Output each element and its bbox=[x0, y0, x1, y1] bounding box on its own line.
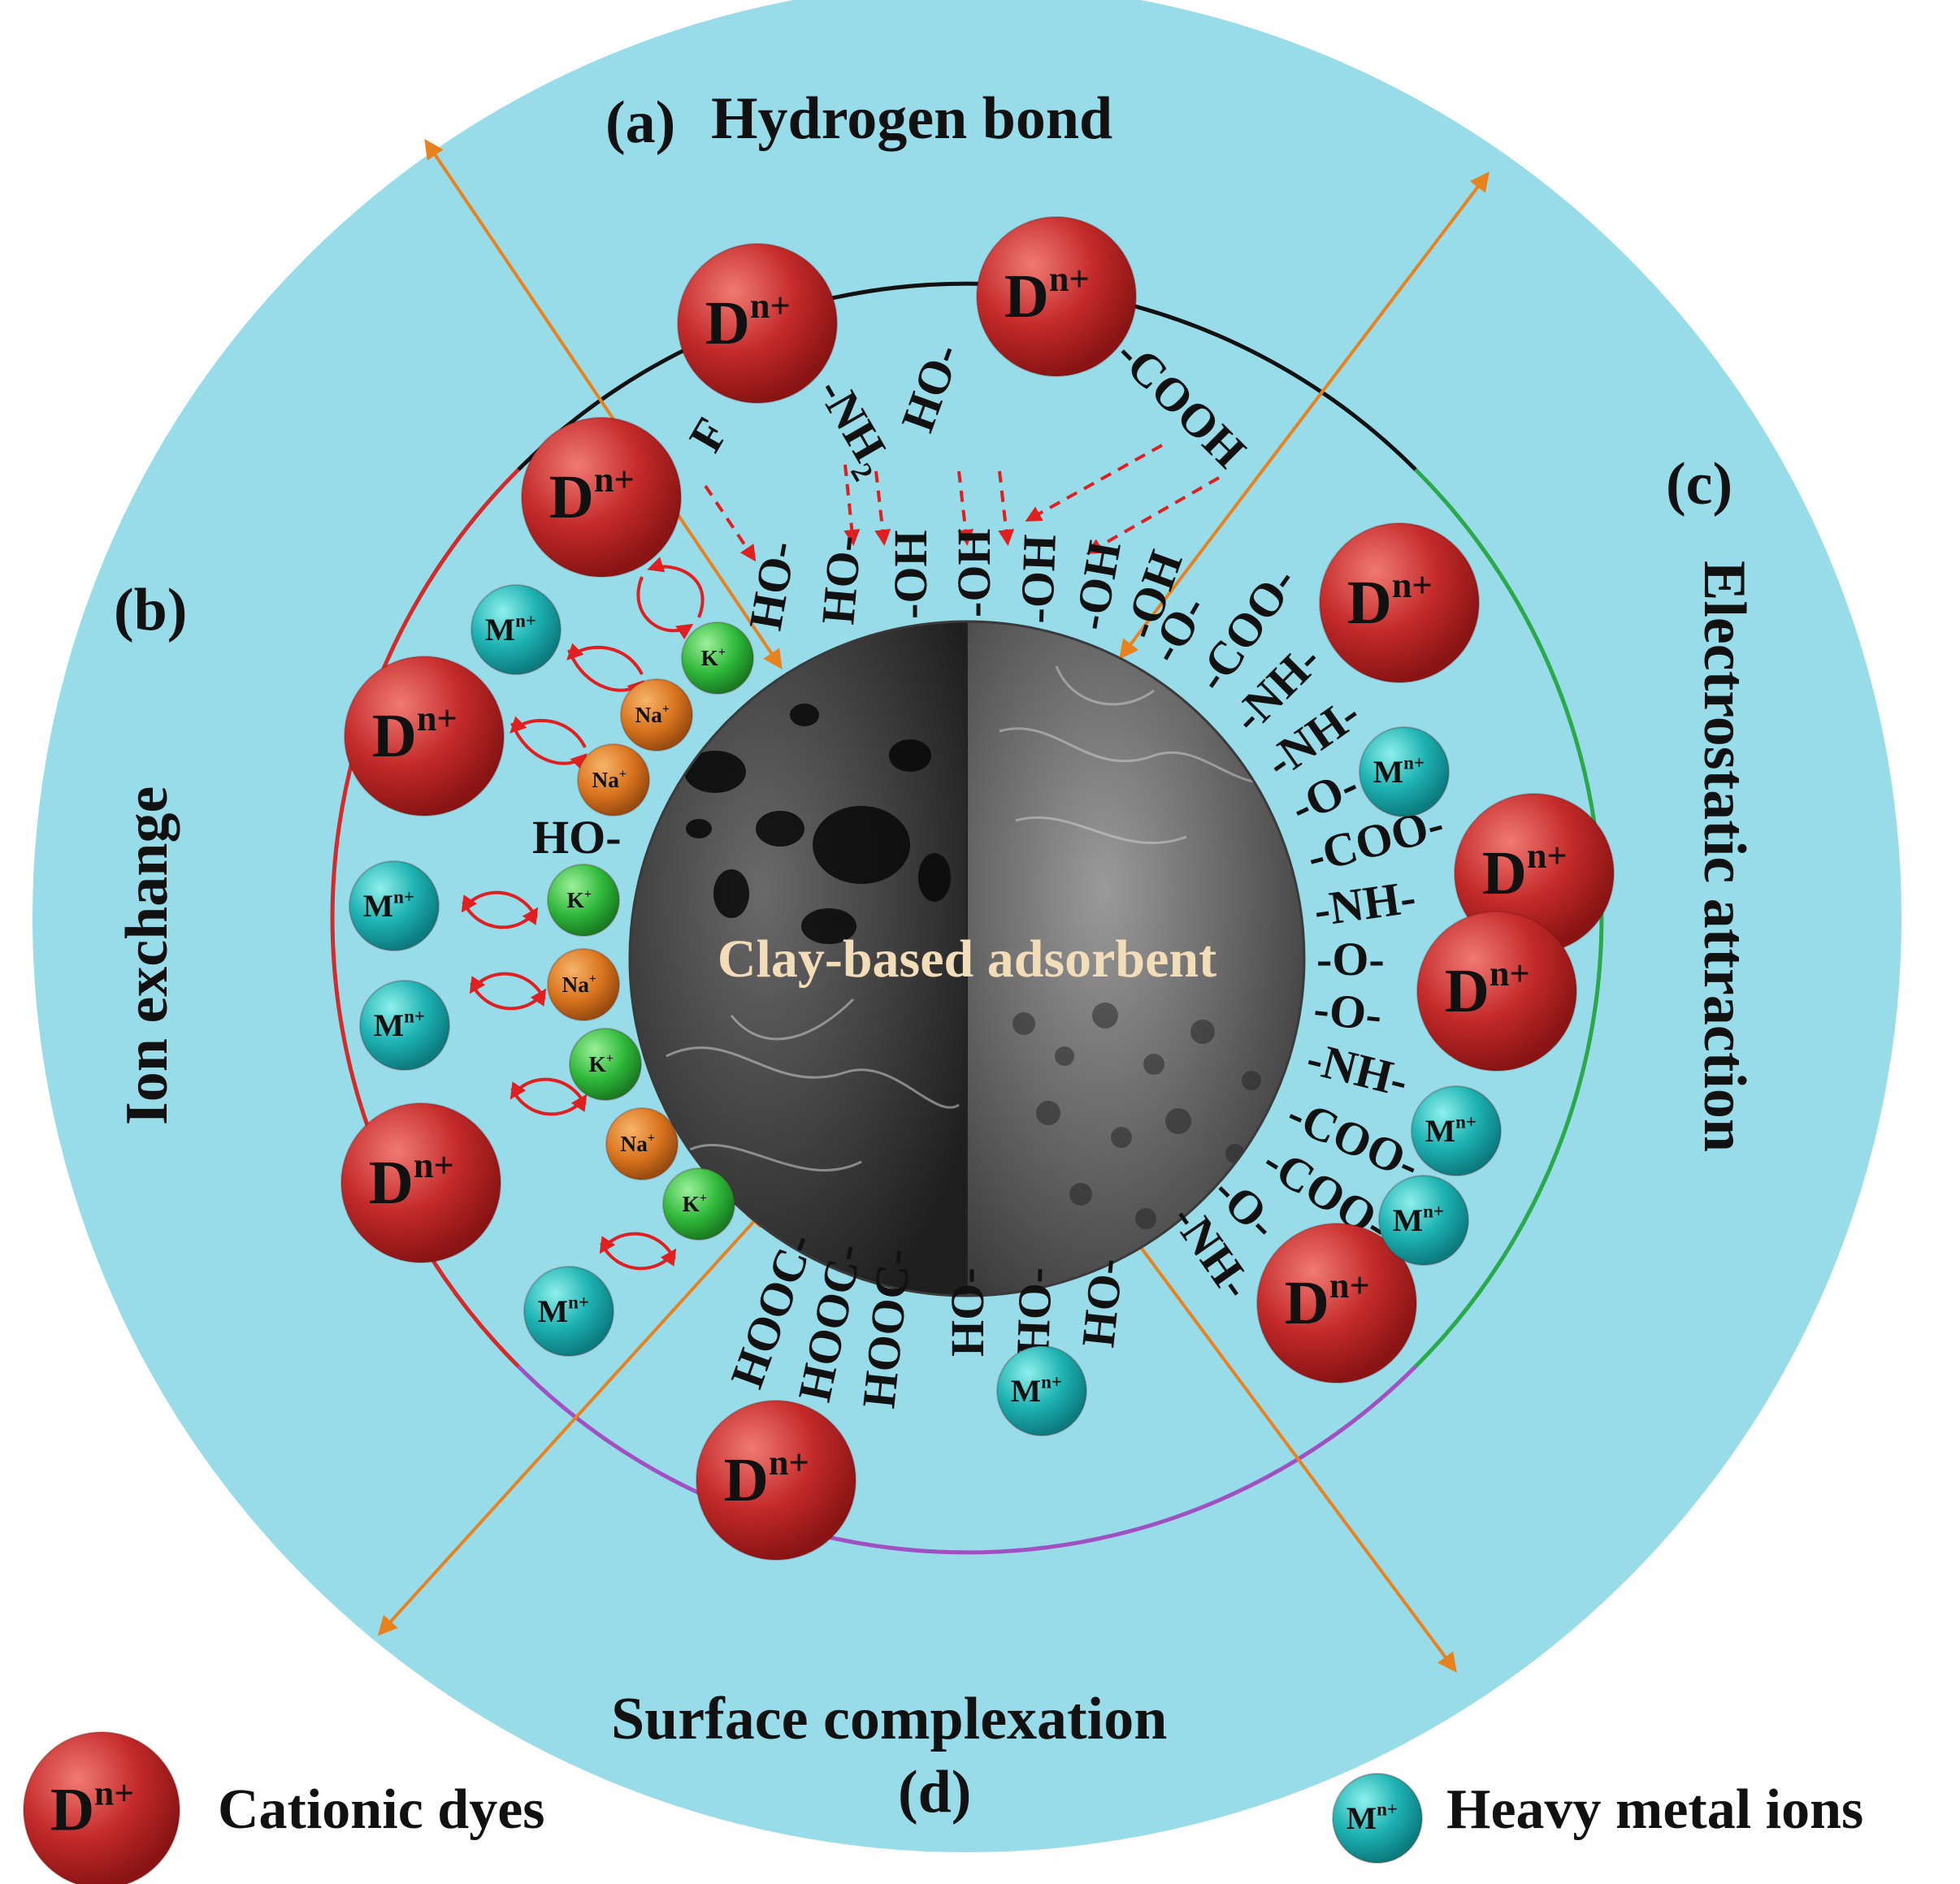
ions-layer: Dn+ Dn+ Dn+ Dn+ Dn+ Dn+ Dn+ Dn+ Dn+ Dn+ Mn+ Mn+ Mn+ M… bbox=[340, 216, 1615, 1561]
section-a-letter: (a) bbox=[605, 89, 675, 156]
legend-dye: Dn+ bbox=[23, 1731, 180, 1884]
potassium-ion-2: K+ bbox=[547, 864, 620, 937]
svg-text:Dn+: Dn+ bbox=[50, 1774, 134, 1843]
svg-text:Dn+: Dn+ bbox=[1285, 1265, 1370, 1337]
legend-dyes-label: Cationic dyes bbox=[218, 1778, 545, 1841]
dye-ion-2: Dn+ bbox=[976, 216, 1137, 377]
svg-text:K+: K+ bbox=[701, 646, 726, 670]
group-oh-3: -OH bbox=[1010, 534, 1066, 625]
svg-text:Dn+: Dn+ bbox=[724, 1442, 809, 1514]
legend-metals-label: Heavy metal ions bbox=[1446, 1778, 1863, 1841]
svg-text:K+: K+ bbox=[567, 888, 592, 912]
hydrogen-bond-links bbox=[704, 444, 1220, 562]
section-c-letter: (c) bbox=[1666, 451, 1732, 518]
svg-text:Na+: Na+ bbox=[592, 768, 627, 792]
sodium-ion-2: Na+ bbox=[577, 743, 650, 816]
dye-ion-10: Dn+ bbox=[696, 1400, 856, 1561]
legend-metal-icon: Mn+ bbox=[1332, 1773, 1423, 1864]
svg-text:Mn+: Mn+ bbox=[1393, 1201, 1444, 1238]
svg-text:K+: K+ bbox=[589, 1052, 614, 1076]
metal-ion-2: Mn+ bbox=[349, 860, 440, 951]
potassium-ion-3: K+ bbox=[569, 1028, 642, 1101]
dye-ion-7: Dn+ bbox=[1416, 911, 1577, 1072]
metal-ion-6: Mn+ bbox=[1411, 1085, 1502, 1176]
section-d-title: Surface complexation bbox=[611, 1686, 1167, 1752]
section-b-letter: (b) bbox=[114, 577, 187, 643]
group-ho-2: HO- bbox=[811, 533, 871, 626]
svg-text:Dn+: Dn+ bbox=[369, 1145, 454, 1217]
metal-ion-5: Mn+ bbox=[1359, 726, 1450, 817]
svg-text:Mn+: Mn+ bbox=[363, 886, 414, 924]
svg-text:Mn+: Mn+ bbox=[1425, 1111, 1477, 1149]
svg-text:Dn+: Dn+ bbox=[372, 698, 457, 770]
svg-text:Dn+: Dn+ bbox=[1445, 953, 1530, 1025]
svg-text:Dn+: Dn+ bbox=[705, 285, 791, 357]
svg-text:K+: K+ bbox=[683, 1192, 707, 1216]
metal-ion-7: Mn+ bbox=[1378, 1175, 1469, 1266]
diagonal-arrow-bottom-right bbox=[1123, 1224, 1457, 1673]
svg-text:Dn+: Dn+ bbox=[1347, 565, 1433, 637]
section-a-title: Hydrogen bond bbox=[711, 85, 1112, 152]
svg-text:Dn+: Dn+ bbox=[549, 459, 635, 531]
dye-ion-8: Dn+ bbox=[340, 1102, 501, 1263]
sodium-ion-3: Na+ bbox=[547, 948, 620, 1021]
hydrogen-bond-surface-groups: HO- HO- -OH -OH -OH -OH -OH bbox=[739, 528, 1193, 645]
group-oh-1: -OH bbox=[884, 530, 937, 619]
svg-text:Mn+: Mn+ bbox=[1373, 752, 1424, 790]
group-oh-2: -OH bbox=[947, 528, 1000, 617]
sodium-ion-4: Na+ bbox=[605, 1107, 679, 1180]
es-group-8: -O- bbox=[1316, 933, 1385, 985]
potassium-ion-4: K+ bbox=[662, 1167, 735, 1241]
sc-group-5: HO- bbox=[1006, 1267, 1062, 1358]
section-d-letter: (d) bbox=[898, 1759, 971, 1826]
dye-ion-5: Dn+ bbox=[1319, 522, 1480, 683]
svg-text:Mn+: Mn+ bbox=[1346, 1799, 1398, 1836]
sc-group-4: HO- bbox=[941, 1267, 994, 1357]
ion-exchange-arrows bbox=[461, 557, 705, 1271]
diagonal-arrow-top-left bbox=[424, 139, 783, 669]
metal-ion-4: Mn+ bbox=[523, 1266, 614, 1357]
svg-text:Na+: Na+ bbox=[635, 703, 670, 727]
svg-text:Mn+: Mn+ bbox=[1011, 1371, 1062, 1409]
legend-dye-icon: Dn+ bbox=[23, 1731, 180, 1884]
diagonal-arrow-bottom-left bbox=[377, 1207, 767, 1636]
svg-text:Mn+: Mn+ bbox=[538, 1292, 589, 1329]
svg-text:Mn+: Mn+ bbox=[374, 1006, 425, 1043]
sc-group-6: HO- bbox=[1071, 1256, 1133, 1350]
metal-ion-8: Mn+ bbox=[996, 1345, 1087, 1436]
ion-exchange-ho-group: HO- bbox=[532, 811, 622, 864]
section-b-title: Ion exchange bbox=[114, 786, 180, 1125]
metal-ion-3: Mn+ bbox=[359, 980, 450, 1071]
svg-text:Dn+: Dn+ bbox=[1004, 258, 1090, 331]
svg-text:Na+: Na+ bbox=[562, 972, 596, 997]
diagonal-arrow-top-right bbox=[1119, 171, 1490, 660]
ring-arc-electrostatic bbox=[1414, 468, 1604, 1368]
legend: Dn+ Cationic dyes Mn+ Heavy metal ions bbox=[23, 1731, 1863, 1884]
dye-ion-3: Dn+ bbox=[521, 417, 682, 578]
svg-text:Dn+: Dn+ bbox=[1482, 835, 1568, 907]
dye-ion-9: Dn+ bbox=[1256, 1223, 1417, 1384]
svg-text:Na+: Na+ bbox=[621, 1132, 655, 1156]
legend-metal: Mn+ bbox=[1332, 1773, 1423, 1864]
svg-text:Mn+: Mn+ bbox=[485, 610, 536, 647]
potassium-ion-1: K+ bbox=[681, 622, 754, 695]
section-c-title: Electrostatic attraction bbox=[1691, 561, 1758, 1152]
center-label: Clay-based adsorbent bbox=[718, 929, 1216, 989]
dye-ion-1: Dn+ bbox=[677, 243, 838, 404]
sodium-ion-1: Na+ bbox=[620, 678, 693, 751]
es-group-9: -O- bbox=[1312, 981, 1385, 1041]
metal-ion-1: Mn+ bbox=[470, 584, 562, 675]
dye-ion-4: Dn+ bbox=[344, 656, 505, 816]
